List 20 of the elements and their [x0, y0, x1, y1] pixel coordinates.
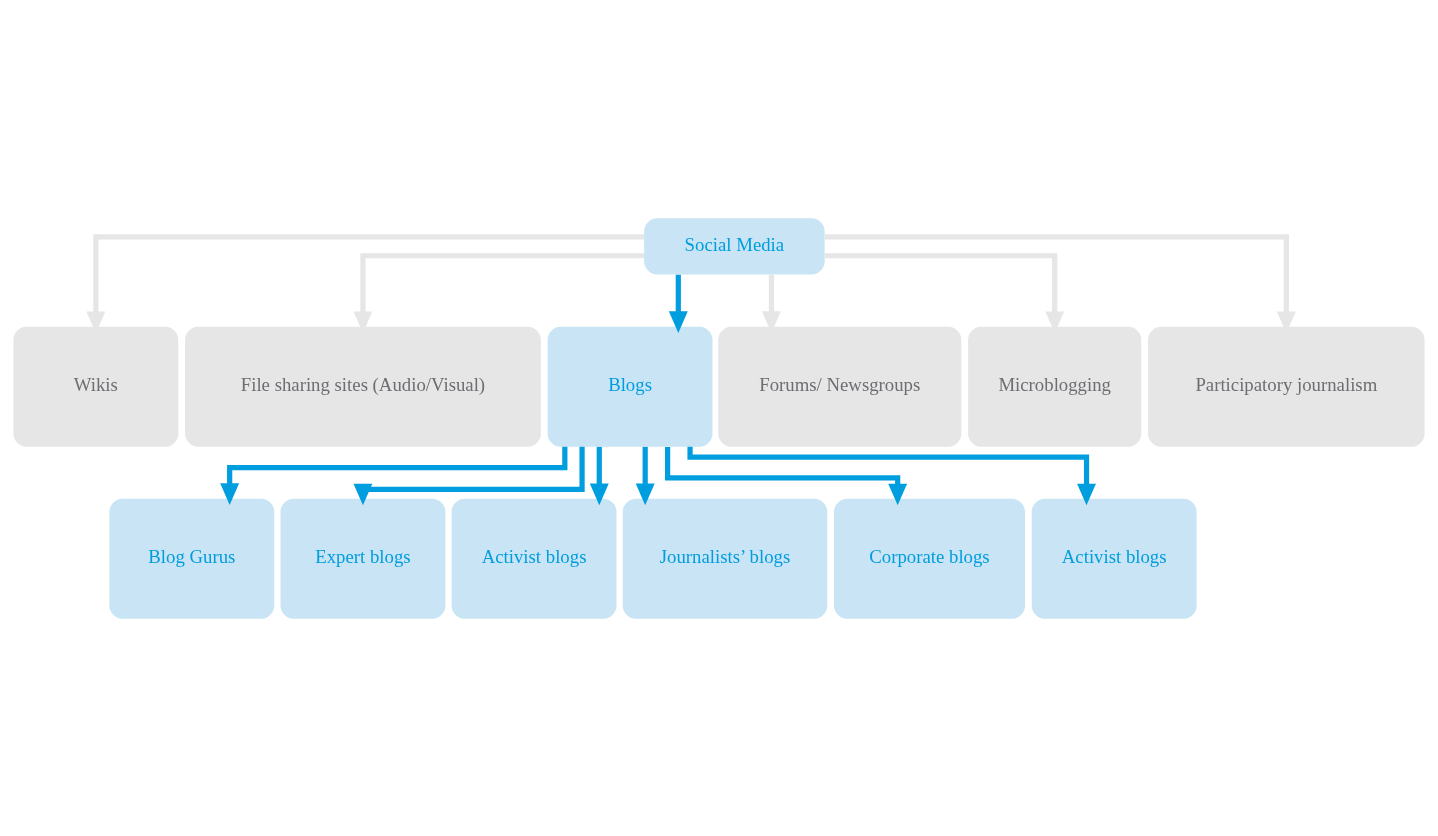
arrow: [589, 446, 609, 505]
node-box: Expert blogs: [280, 498, 446, 619]
arrow: [665, 446, 908, 505]
arrow: [687, 446, 1096, 505]
node-box: Social Media: [644, 217, 825, 274]
node-box: Blogs: [547, 326, 713, 447]
node-box: Microblogging: [968, 326, 1142, 447]
node-box: Activist blogs: [1031, 498, 1197, 619]
arrow: [353, 446, 585, 505]
arrow: [220, 446, 568, 505]
node-box: Participatory journalism: [1148, 326, 1425, 447]
node-box: Corporate blogs: [834, 498, 1025, 619]
node-box: Forums/ Newsgroups: [718, 326, 962, 447]
arrow: [668, 274, 688, 333]
node-box: Blog Gurus: [109, 498, 275, 619]
node-box: Journalists’ blogs: [622, 498, 828, 619]
node-box: File sharing sites (Audio/Visual): [185, 326, 541, 447]
node-box: Activist blogs: [451, 498, 617, 619]
arrow: [635, 446, 655, 505]
node-box: Wikis: [13, 326, 179, 447]
